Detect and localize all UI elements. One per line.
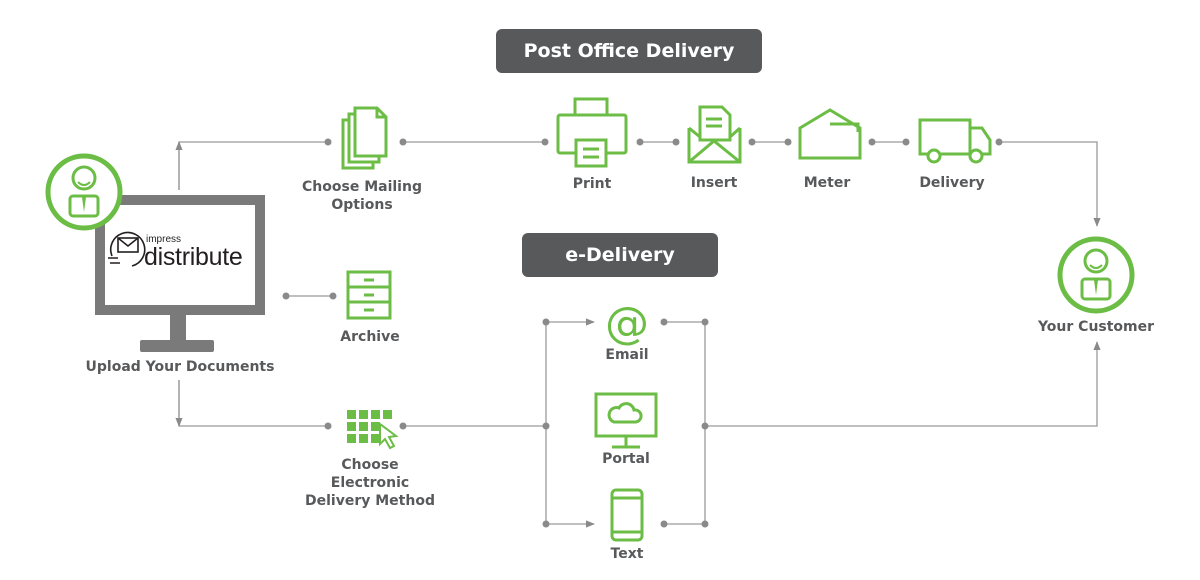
envelope-letter-icon <box>687 105 742 164</box>
documents-icon <box>341 106 388 170</box>
envelope-meter-icon <box>798 108 862 160</box>
archive-label: Archive <box>340 329 400 345</box>
printer-icon <box>556 97 628 168</box>
upload-label: Upload Your Documents <box>85 359 275 375</box>
at-sign-icon: @ <box>605 298 649 349</box>
truck-icon <box>918 118 992 164</box>
mobile-phone-icon <box>610 488 644 542</box>
cloud-monitor-icon <box>594 392 658 449</box>
connector-delivery-to-customer <box>999 141 1101 227</box>
customer-user-icon <box>1057 236 1135 314</box>
logo-large-text: distribute <box>144 243 243 271</box>
print-label: Print <box>572 176 612 192</box>
connector-dots <box>282 138 1003 528</box>
file-cabinet-icon <box>346 270 392 320</box>
svg-text:@: @ <box>605 298 649 349</box>
delivery-label: Delivery <box>919 175 985 191</box>
logo-envelope-icon <box>108 231 146 267</box>
connector-upload-to-electronic <box>178 380 328 427</box>
customer-label: Your Customer <box>1037 319 1155 335</box>
grid-cursor-icon <box>347 410 399 450</box>
e-delivery-banner: e-Delivery <box>522 233 718 277</box>
meter-label: Meter <box>803 175 851 191</box>
monitor-icon <box>95 195 265 352</box>
post-office-banner: Post Office Delivery <box>496 29 762 73</box>
choose-mailing-label: Choose Mailing Options <box>302 179 422 213</box>
logo-small-text: impress <box>146 234 182 245</box>
email-label: Email <box>605 347 649 363</box>
insert-label: Insert <box>690 175 738 191</box>
portal-label: Portal <box>602 451 650 467</box>
text-label: Text <box>610 546 644 562</box>
connector-join-to-customer <box>705 341 1101 427</box>
choose-electronic-label: Choose Electronic Delivery Method <box>305 457 435 509</box>
user-icon <box>45 153 123 231</box>
